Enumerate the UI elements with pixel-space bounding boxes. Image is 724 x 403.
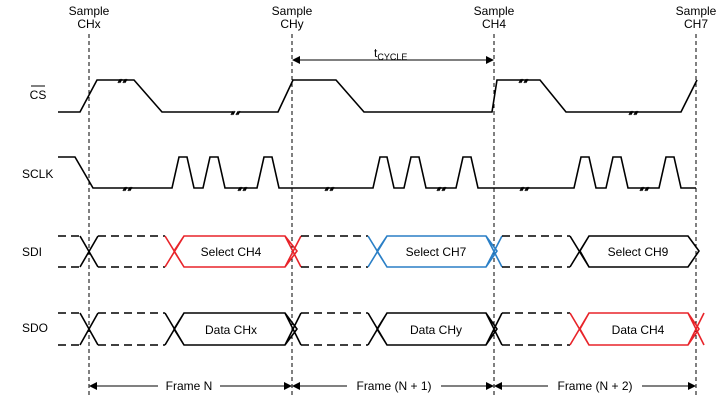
sdi-box-label: Select CH7	[406, 245, 467, 259]
frame-label: Frame (N + 1)	[356, 379, 431, 393]
sample-label-line1: Sample	[69, 4, 110, 18]
cs-break-marks	[117, 78, 639, 116]
sdo-dashed-1	[98, 312, 165, 346]
tcycle-main: t	[374, 46, 378, 60]
frame-label-bg	[158, 378, 220, 392]
sdo-dashed-3	[502, 312, 570, 346]
sample-label-chy: Sample CHy	[272, 4, 313, 31]
sdi-dashed-1	[98, 235, 165, 268]
sdo-box-label: Data CHx	[205, 323, 257, 337]
sdi-box-select-ch9	[569, 235, 700, 268]
frame-label-bg	[347, 378, 441, 392]
sdo-box-label: Data CH4	[612, 323, 665, 337]
sdi-box-select-ch4	[164, 235, 302, 268]
signal-label-cs: CS	[30, 88, 47, 102]
sdo-bus: Data CHx Data CHy Data CH4	[58, 312, 705, 346]
sample-guides	[88, 34, 697, 395]
frame-n-plus-2: Frame (N + 2)	[494, 378, 696, 393]
sample-label-line2: CH4	[482, 17, 506, 31]
sdo-cross-1	[79, 312, 99, 346]
frame-n: Frame N	[89, 378, 292, 393]
sample-label-line2: CHx	[77, 17, 100, 31]
sdo-box-data-chx	[164, 312, 302, 346]
sample-label-chx: Sample CHx	[69, 4, 110, 31]
cs-waveform	[58, 79, 698, 113]
sdi-bus: Select CH4 Select CH7 Select CH9	[58, 235, 700, 268]
sample-label-line1: Sample	[474, 4, 515, 18]
sdi-dashed-2	[301, 235, 368, 268]
frame-label: Frame N	[166, 379, 213, 393]
frame-n-plus-1: Frame (N + 1)	[292, 378, 494, 393]
sdo-dashed-start	[58, 312, 80, 346]
sdi-box-label: Select CH9	[608, 245, 669, 259]
signal-label-sdo: SDO	[22, 321, 48, 335]
signal-label-sdi: SDI	[22, 245, 42, 259]
sample-label-line1: Sample	[676, 4, 717, 18]
sdo-dashed-2	[301, 312, 368, 346]
sdi-dashed-3	[502, 235, 570, 268]
sample-label-line2: CH7	[684, 17, 708, 31]
sdi-box-select-ch7	[367, 235, 503, 268]
sdo-box-data-chy	[367, 312, 503, 346]
sdi-cross-1	[79, 235, 99, 268]
signal-label-sclk: SCLK	[22, 167, 53, 181]
sample-label-ch7: Sample CH7	[676, 4, 717, 31]
sample-label-line2: CHy	[280, 17, 303, 31]
sample-label-ch4: Sample CH4	[474, 4, 515, 31]
sdi-dashed-start	[58, 235, 80, 268]
sample-label-line1: Sample	[272, 4, 313, 18]
sclk-waveform	[58, 156, 696, 189]
sdo-box-label: Data CHy	[410, 323, 462, 337]
tcycle-subscript: CYCLE	[377, 52, 407, 62]
frame-label: Frame (N + 2)	[557, 379, 632, 393]
sclk-break-marks	[122, 186, 650, 192]
tcycle-dimension: tCYCLE	[292, 46, 494, 64]
sdo-box-data-ch4	[569, 312, 705, 346]
sdi-box-label: Select CH4	[201, 245, 262, 259]
tcycle-label: tCYCLE	[374, 46, 407, 62]
frame-label-bg	[548, 378, 642, 392]
